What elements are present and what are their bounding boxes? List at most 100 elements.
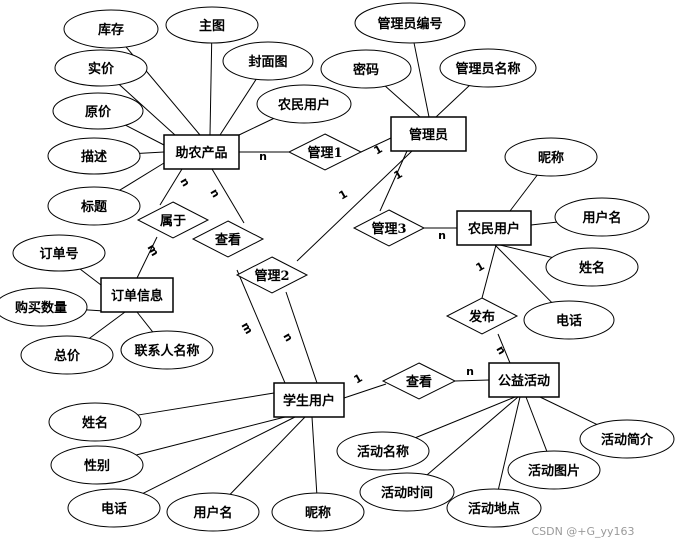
relationship-r_belong: 属于: [136, 201, 210, 239]
connector-line: [509, 174, 538, 212]
attribute-a_fusername: 用户名: [554, 197, 650, 237]
attribute-a_contact: 联系人名称: [120, 330, 214, 370]
attribute-ellipse: [504, 137, 598, 177]
attribute-a_fphone: 电话: [523, 300, 615, 340]
connector-line: [539, 396, 598, 425]
cardinality-label: n: [177, 176, 192, 189]
attribute-label: 用户名: [192, 505, 232, 521]
connector-line: [413, 42, 430, 118]
connector-line: [211, 168, 245, 224]
relationship-r_publish: 发布: [445, 297, 519, 335]
attribute-a_adminid: 管理员编号: [354, 2, 466, 44]
relationship-r_manage3: 管理3: [352, 209, 426, 247]
attribute-ellipse: [165, 6, 259, 44]
connector-line: [125, 124, 165, 146]
attribute-ellipse: [320, 49, 412, 89]
attribute-label: 联系人名称: [134, 343, 199, 359]
attribute-a_fnick: 昵称: [504, 137, 598, 177]
attribute-a_price: 实价: [54, 49, 148, 87]
attribute-ellipse: [63, 9, 159, 49]
attribute-ellipse: [20, 335, 114, 375]
connector-line: [494, 244, 553, 303]
connector-line: [79, 268, 102, 286]
connector-line: [343, 383, 387, 399]
attribute-label: 活动时间: [381, 485, 433, 501]
attribute-label: 密码: [352, 62, 379, 78]
relationship-diamond: [381, 362, 457, 400]
attribute-ellipse: [67, 488, 161, 528]
relationship-label: 属于: [160, 214, 186, 229]
entity-box: [390, 116, 467, 152]
connector-line: [159, 168, 183, 206]
attribute-label: 姓名: [81, 415, 108, 431]
attribute-ellipse: [50, 445, 144, 485]
relationship-r_view1: 查看: [191, 220, 265, 258]
attribute-a_qty: 购买数量: [0, 287, 88, 327]
relationship-label: 查看: [405, 374, 432, 390]
attribute-ellipse: [336, 431, 430, 471]
cardinality-label: 1: [337, 187, 350, 202]
entity-label: 管理员: [409, 127, 448, 143]
relationship-diamond: [352, 209, 426, 247]
entity-box: [163, 134, 240, 170]
attribute-a_acttime: 活动时间: [359, 472, 455, 512]
relationship-label: 发布: [468, 309, 495, 325]
connector-line: [499, 244, 553, 258]
connector-line: [238, 118, 274, 136]
connector-line: [137, 392, 275, 416]
connector-line: [497, 333, 511, 364]
attribute-ellipse: [222, 41, 314, 81]
relationship-label: 管理2: [254, 268, 289, 284]
attribute-label: 管理员名称: [455, 61, 520, 77]
attribute-a_snick: 昵称: [271, 492, 365, 532]
attribute-a_orderno: 订单号: [12, 234, 106, 272]
attribute-ellipse: [47, 137, 141, 175]
attribute-ellipse: [47, 186, 141, 226]
attribute-a_adminname: 管理员名称: [439, 48, 537, 88]
attribute-a_mainimg: 主图: [165, 6, 259, 44]
connector-line: [119, 162, 165, 191]
connector-line: [139, 151, 165, 154]
entity-label: 订单信息: [111, 288, 163, 304]
attribute-label: 电话: [101, 501, 127, 517]
connector-line: [497, 396, 521, 490]
attribute-label: 总价: [54, 348, 81, 364]
entity-activity: 公益活动: [488, 362, 560, 398]
connector-line: [296, 150, 413, 262]
connector-line: [118, 84, 176, 136]
relationship-diamond: [287, 133, 363, 171]
connector-line: [236, 269, 286, 384]
attribute-a_sgender: 性别: [50, 445, 144, 485]
attribute-a_cover: 封面图: [222, 41, 314, 81]
attribute-a_stock: 库存: [63, 9, 159, 49]
cardinality-label: 1: [474, 259, 487, 274]
entity-product: 助农产品: [163, 134, 240, 170]
attribute-ellipse: [52, 92, 144, 130]
attribute-label: 昵称: [305, 505, 331, 521]
attribute-a_fname: 姓名: [545, 247, 639, 287]
attribute-a_origprice: 原价: [52, 92, 144, 130]
attribute-a_actname: 活动名称: [336, 431, 430, 471]
entity-admin: 管理员: [390, 116, 467, 152]
connector-line: [229, 416, 306, 495]
attribute-a_total: 总价: [20, 335, 114, 375]
attribute-label: 农民用户: [277, 97, 330, 113]
connector-line: [379, 150, 408, 212]
attribute-label: 电话: [556, 313, 582, 329]
entity-label: 助农产品: [175, 145, 227, 161]
attribute-ellipse: [256, 84, 352, 124]
attribute-label: 主图: [199, 18, 225, 34]
attribute-label: 标题: [80, 199, 108, 215]
attribute-label: 库存: [98, 22, 124, 38]
attribute-label: 原价: [85, 105, 112, 120]
attribute-ellipse: [545, 247, 639, 287]
attribute-ellipse: [54, 49, 148, 87]
relationship-r_manage1: 管理1: [287, 133, 363, 171]
attribute-ellipse: [579, 419, 675, 459]
entity-label: 学生用户: [283, 393, 335, 409]
entity-box: [488, 362, 560, 398]
attribute-label: 购买数量: [15, 300, 67, 316]
entity-label: 公益活动: [498, 373, 550, 389]
attribute-ellipse: [354, 2, 466, 44]
